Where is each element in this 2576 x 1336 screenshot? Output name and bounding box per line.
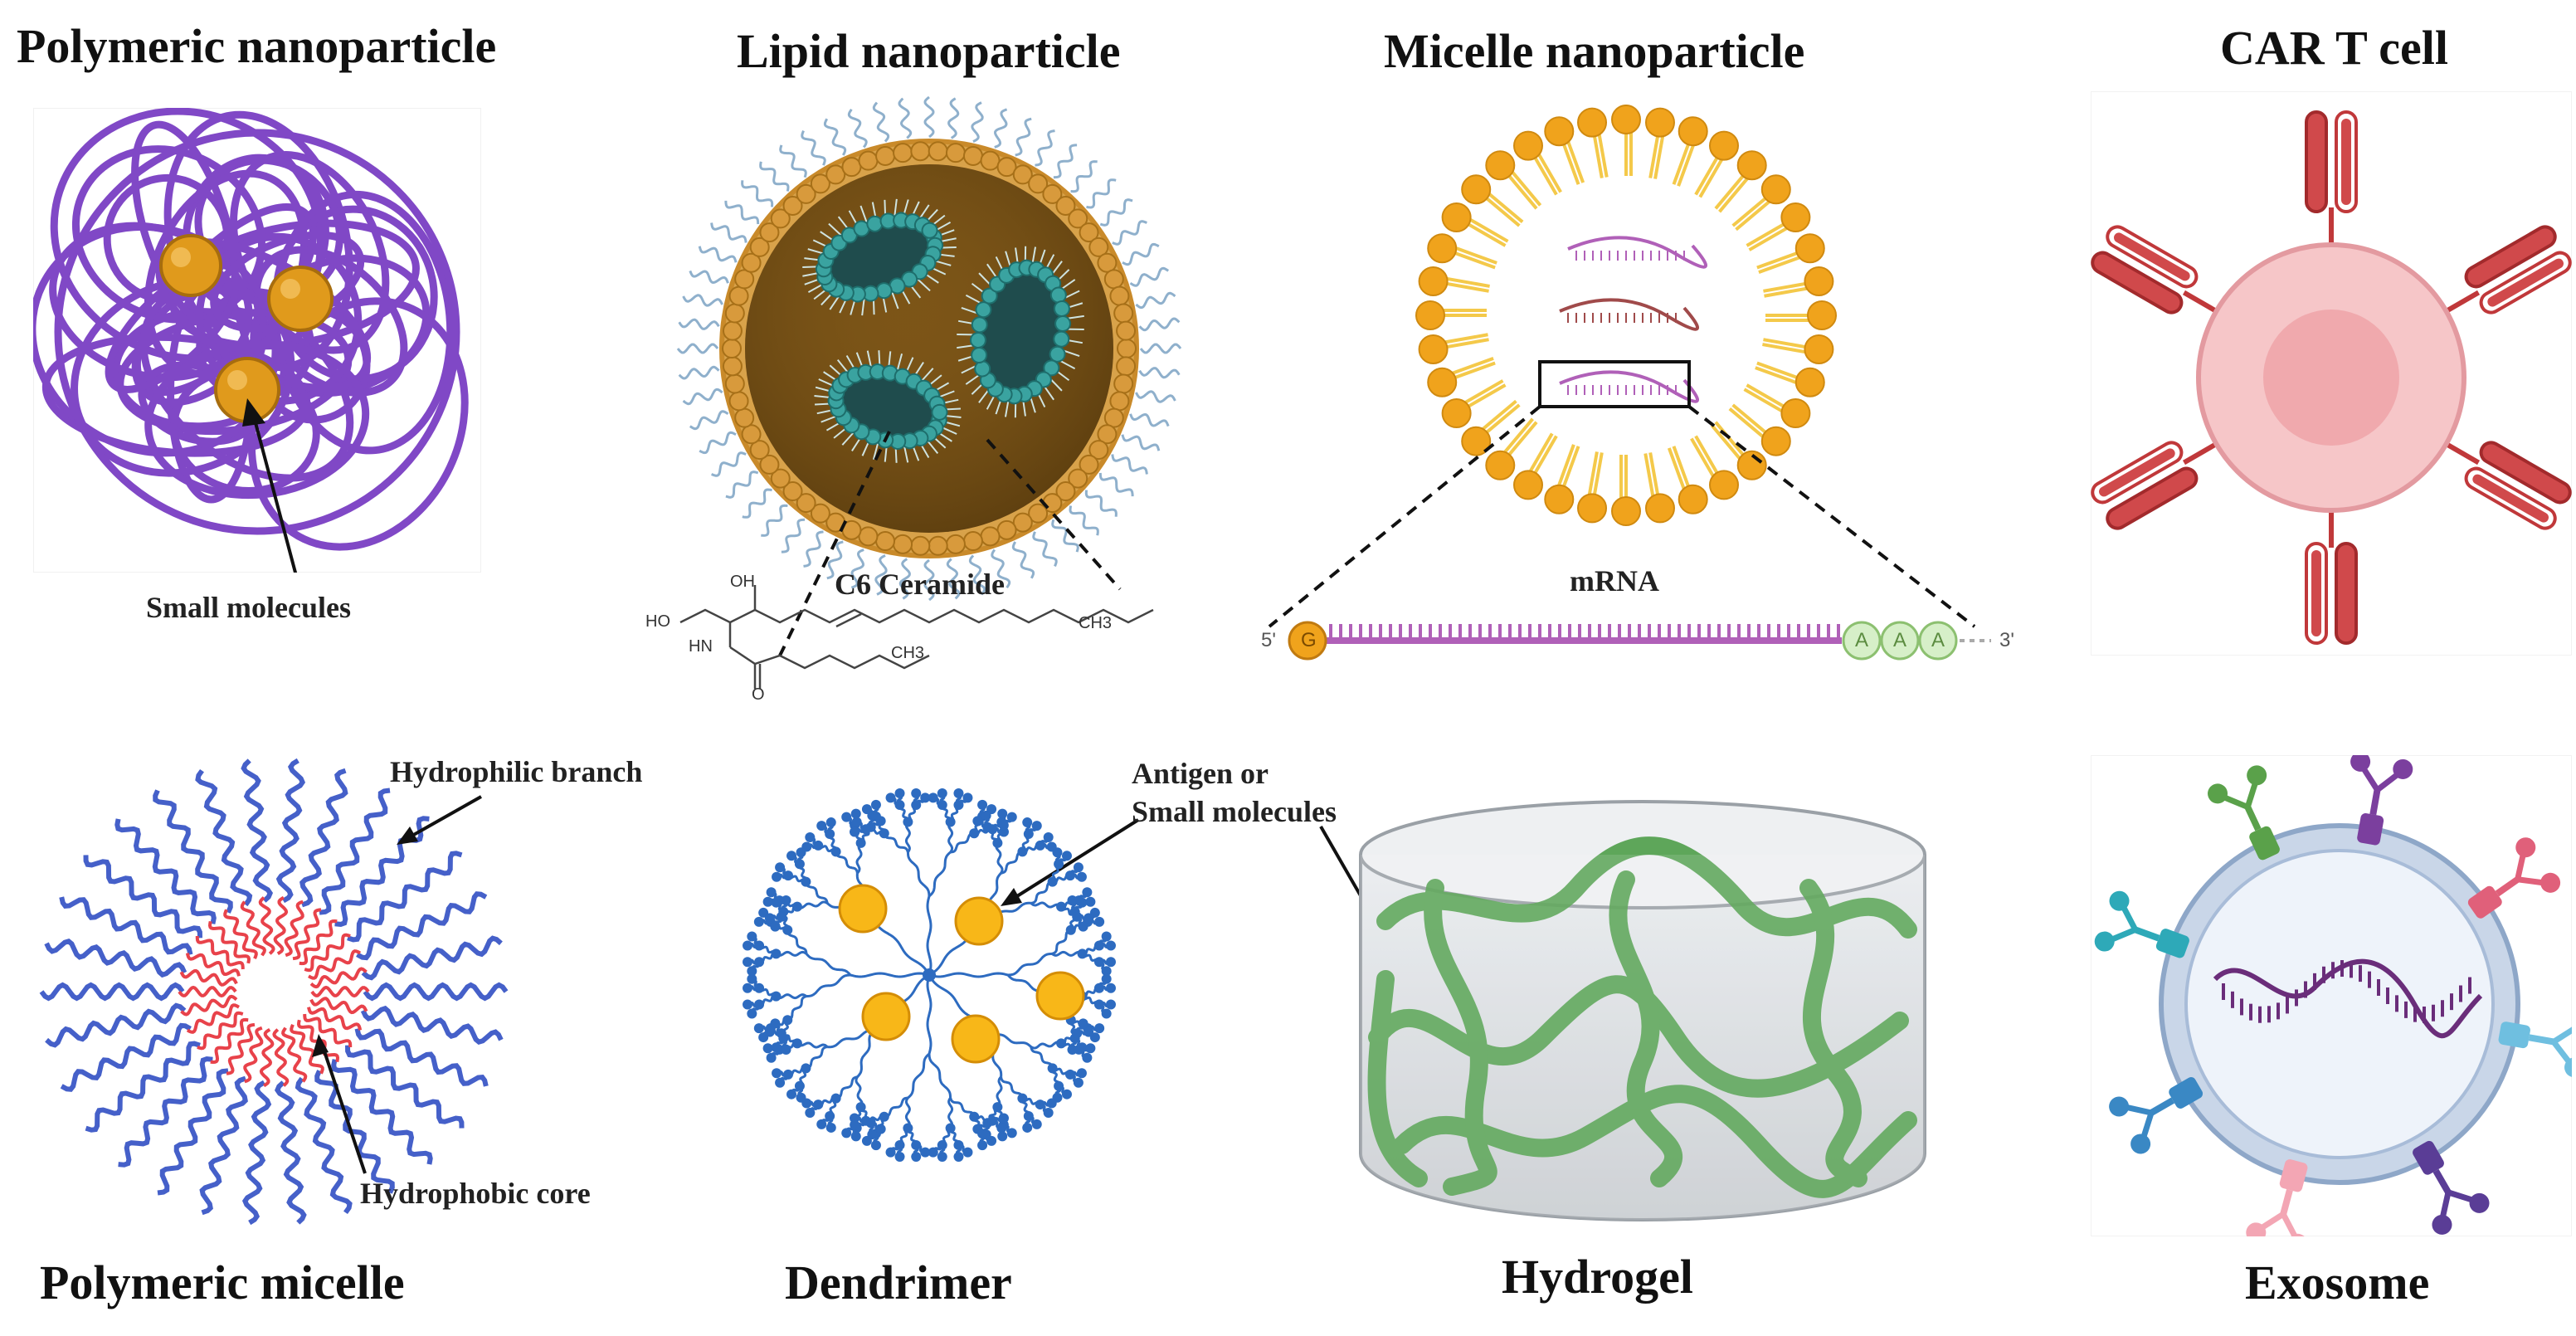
label-hydrophobic-core: Hydrophobic core [360, 1177, 591, 1210]
label-hydrophilic-branch: Hydrophilic branch [390, 755, 643, 788]
label-antigen-line2: Small molecules [1132, 795, 1337, 828]
t-cell-nucleus [2263, 310, 2399, 446]
dendrimer-cargo-5 [951, 1014, 1001, 1064]
ceramide-ch3-low: CH3 [891, 644, 925, 662]
title-micelle-nanoparticle: Micelle nanoparticle [1384, 24, 1805, 78]
ceramide-oh-top: OH [730, 573, 755, 591]
mrna-cap [1288, 621, 1327, 661]
small-molecules-arrow [252, 416, 298, 573]
polymeric-micelle-illustration [39, 758, 509, 1226]
label-c6-ceramide: C6 Ceramide [835, 568, 1005, 601]
mrna-tail-a1: A [1855, 629, 1869, 651]
title-polymeric-micelle: Polymeric micelle [40, 1256, 405, 1309]
dendrimer-cargo-4 [1035, 971, 1085, 1021]
exosome-illustration [2091, 755, 2572, 1236]
dendrimer-cargo-3 [861, 992, 911, 1041]
label-small-molecules: Small molecules [146, 591, 351, 624]
ceramide-nh: HN [689, 637, 713, 656]
dendrimer-illustration [743, 788, 1116, 1162]
title-polymeric-nanoparticle: Polymeric nanoparticle [17, 19, 497, 73]
mrna-five-prime: 5' [1261, 629, 1276, 651]
mrna-strand [1288, 621, 1991, 661]
lipid-nanoparticle-illustration [676, 95, 1182, 689]
title-hydrogel: Hydrogel [1502, 1250, 1693, 1304]
polymeric-nanoparticle-illustration [33, 108, 481, 573]
title-car-t-cell: CAR T cell [2220, 21, 2448, 75]
label-mrna: mRNA [1570, 564, 1659, 597]
title-lipid-nanoparticle: Lipid nanoparticle [737, 24, 1121, 78]
ceramide-ho-left: HO [645, 612, 670, 631]
micelle-nanoparticle-illustration [1268, 105, 1991, 661]
exosome-rna [2213, 958, 2483, 1039]
car-t-cell-illustration [2091, 91, 2572, 656]
dendrimer-cargo-2 [954, 896, 1004, 946]
ceramide-o: O [752, 685, 765, 704]
mrna-tail-a3: A [1931, 629, 1945, 651]
ceramide-ch3-right: CH3 [1079, 614, 1113, 632]
label-antigen-line1: Antigen or [1132, 757, 1269, 790]
title-dendrimer: Dendrimer [785, 1256, 1012, 1309]
hydrogel-illustration [1359, 800, 1926, 1221]
dendrimer-cargo-1 [838, 884, 888, 934]
mrna-cap-letter: G [1301, 629, 1317, 651]
mrna-tail-a2: A [1893, 629, 1907, 651]
title-exosome: Exosome [2245, 1256, 2430, 1309]
mrna-zoom-box [1538, 360, 1691, 408]
mrna-three-prime: 3' [1999, 629, 2014, 651]
c6-ceramide-structure [679, 585, 1154, 689]
